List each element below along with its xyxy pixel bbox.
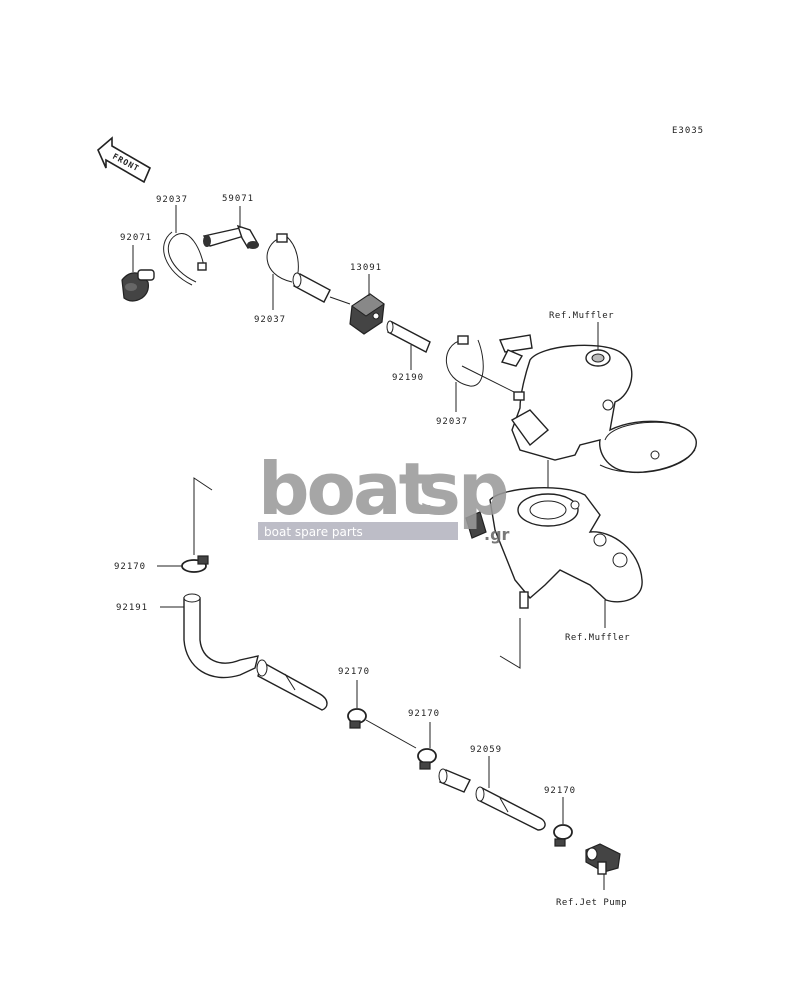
jet-pump-fitting (585, 843, 621, 875)
label-92190: 92190 (392, 373, 424, 383)
hose-92059 (438, 768, 546, 831)
block-13091 (349, 293, 385, 335)
label-92170-d: 92170 (544, 786, 576, 796)
band-clamp-92037-c (446, 335, 484, 387)
band-clamp-92037-a (163, 231, 207, 286)
watermark-tagline: boat spare parts (264, 525, 363, 539)
front-arrow-icon: FRONT (97, 136, 152, 184)
watermark-brand-a: boat (258, 447, 432, 531)
drain-plug-92071 (121, 269, 155, 302)
label-92037-a: 92037 (156, 195, 188, 205)
label-92037-c: 92037 (436, 417, 468, 427)
hose-clamp-92170-a (181, 555, 209, 573)
watermark-logo: boat sp boat spare parts .gr (258, 447, 510, 544)
label-92170-b: 92170 (338, 667, 370, 677)
muffler-upper (499, 334, 697, 474)
hose-92191 (183, 593, 259, 679)
muffler-lower (465, 487, 643, 609)
label-92071: 92071 (120, 233, 152, 243)
short-hose (292, 272, 331, 303)
pipe-92190 (386, 320, 431, 353)
hose-clamp-92170-d (553, 824, 573, 847)
watermark-domain: .gr (484, 525, 510, 544)
label-92170-a: 92170 (114, 562, 146, 572)
label-92191: 92191 (116, 603, 148, 613)
elbow-pipe-59071 (202, 224, 260, 249)
label-92059: 92059 (470, 745, 502, 755)
label-13091: 13091 (350, 263, 382, 273)
ref-muffler-top: Ref.Muffler (549, 311, 614, 321)
label-92037-b: 92037 (254, 315, 286, 325)
ref-jet-pump: Ref.Jet Pump (556, 898, 627, 908)
hose-clamp-92170-b (347, 708, 367, 729)
hose-extension (256, 659, 328, 711)
watermark-brand-b: sp (418, 447, 507, 531)
hose-clamp-92170-c (417, 748, 437, 770)
band-clamp-92037-b (266, 233, 299, 283)
diagram-code: E3035 (672, 126, 704, 136)
ref-muffler-bottom: Ref.Muffler (565, 633, 630, 643)
label-59071: 59071 (222, 194, 254, 204)
label-92170-c: 92170 (408, 709, 440, 719)
